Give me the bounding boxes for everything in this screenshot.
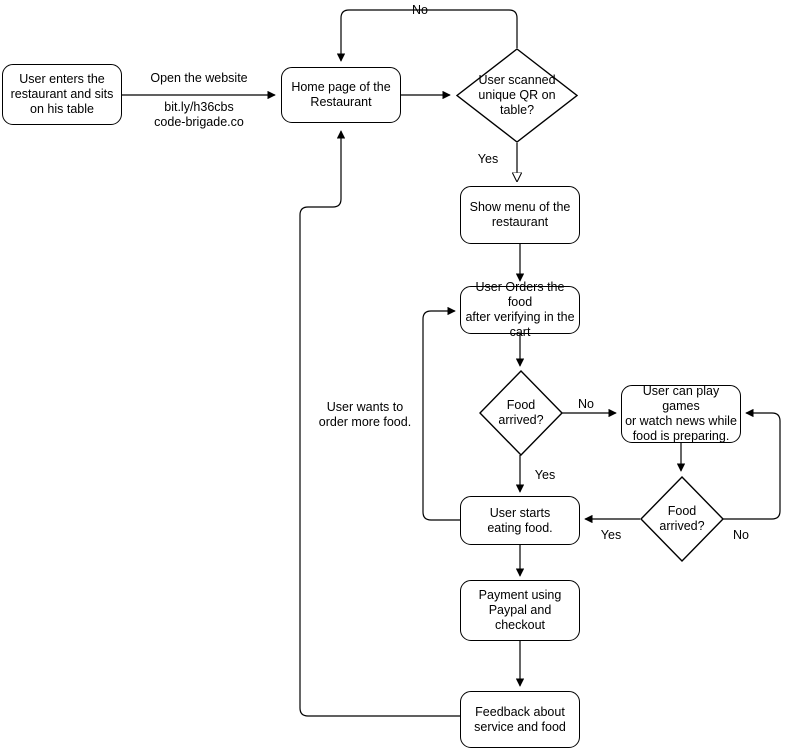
edge-label-order-more-food: User wants to order more food. (318, 400, 412, 429)
edge-label-arrived2-no: No (733, 528, 749, 542)
edge-label-arrived1-yes: Yes (534, 468, 556, 482)
node-label: Food arrived? (498, 398, 544, 427)
node-label: User starts eating food. (487, 505, 553, 535)
node-label: Payment using Paypal and checkout (478, 588, 562, 632)
node-label: Home page of the Restaurant (291, 80, 391, 109)
node-label: Feedback about service and food (474, 704, 566, 734)
node-feedback[interactable]: Feedback about service and food (460, 691, 580, 748)
edge-label-qr-yes: Yes (477, 152, 499, 166)
node-decision-qr-scanned[interactable]: User scanned unique QR on table? (456, 48, 578, 143)
edge-label-arrived2-yes: Yes (600, 528, 622, 542)
node-label: Food arrived? (659, 504, 705, 533)
node-decision-food-arrived-1[interactable]: Food arrived? (479, 370, 563, 456)
diamond-shape (479, 370, 563, 456)
node-payment-checkout[interactable]: Payment using Paypal and checkout (460, 580, 580, 641)
edge-label-qr-no: No (412, 3, 428, 17)
node-label: Show menu of the restaurant (469, 200, 571, 229)
node-label: User can play games or watch news while … (625, 384, 737, 443)
edge-label-arrived1-no: No (578, 397, 594, 411)
node-user-enters-restaurant[interactable]: User enters the restaurant and sits on h… (2, 64, 122, 125)
node-home-page-restaurant[interactable]: Home page of the Restaurant (281, 67, 401, 123)
edge-arrived2-no-to-entertain (722, 408, 781, 520)
edge-label-short-url: bit.ly/h36cbs code-brigade.co (154, 100, 244, 129)
node-label: User Orders the food after verifying in … (465, 280, 575, 339)
edge-qr-no-to-homepage (336, 9, 518, 62)
node-label: User enters the restaurant and sits on h… (10, 72, 114, 116)
diamond-shape (456, 48, 578, 143)
edge-label-open-the-website: Open the website (150, 71, 248, 85)
diamond-shape (640, 476, 724, 562)
node-decision-food-arrived-2[interactable]: Food arrived? (640, 476, 724, 562)
node-show-menu[interactable]: Show menu of the restaurant (460, 186, 580, 244)
node-label: User scanned unique QR on table? (478, 73, 556, 117)
edge-eating-to-order-loop (422, 306, 460, 521)
node-user-entertainment[interactable]: User can play games or watch news while … (621, 384, 741, 443)
edge-feedback-to-homepage-loop (299, 130, 460, 717)
node-user-starts-eating[interactable]: User starts eating food. (460, 496, 580, 545)
node-user-orders-food[interactable]: User Orders the food after verifying in … (460, 280, 580, 339)
